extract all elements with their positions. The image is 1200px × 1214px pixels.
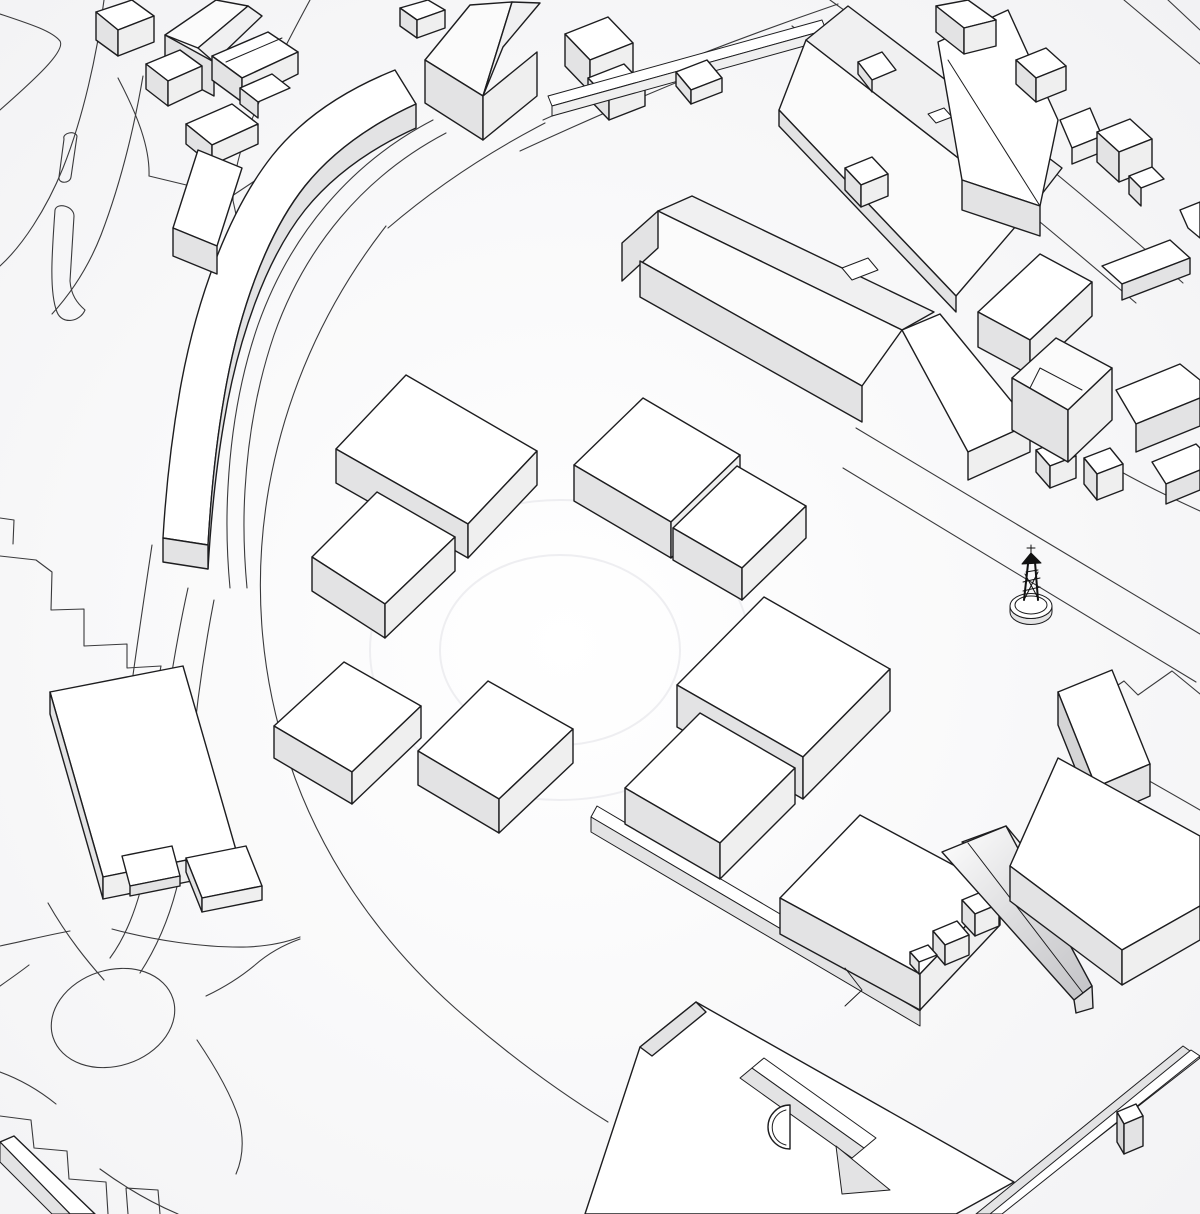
fountain-tower-brace-1 bbox=[1022, 577, 1041, 583]
east-gable-hip-lines bbox=[1029, 367, 1083, 391]
fountain-finial bbox=[1026, 544, 1036, 554]
shed-row-1-wall-r bbox=[963, 19, 997, 55]
market-annex1-wall bbox=[129, 875, 181, 897]
hall-annex-wall bbox=[967, 423, 1031, 481]
oldtown-house3-ridge bbox=[225, 37, 283, 63]
church-ridge bbox=[482, 1, 513, 97]
fountain-tower-leg-r bbox=[1034, 561, 1039, 601]
church-wall-r bbox=[482, 51, 538, 141]
south-slab-edge bbox=[639, 1001, 707, 1057]
se-street-edge-a bbox=[855, 427, 1200, 635]
curved-annex-wall bbox=[172, 227, 218, 275]
east-annex-top bbox=[1115, 363, 1200, 425]
west-wall-white bbox=[751, 1057, 877, 1149]
plaza-north-edge bbox=[387, 122, 546, 229]
fountain-tower-brace-2 bbox=[1022, 586, 1041, 592]
curb-inner-2 bbox=[243, 132, 447, 589]
oldtown-gable-roof-b bbox=[197, 5, 263, 63]
east-annex-wall bbox=[1135, 397, 1200, 453]
fountain-tower-brace-3 bbox=[1025, 569, 1039, 573]
market-annex2-wall-b bbox=[201, 885, 263, 913]
roundabout-ne bbox=[205, 938, 301, 997]
wall-shadow-triangle bbox=[835, 1145, 891, 1195]
roundabout-s bbox=[99, 1168, 179, 1214]
roundabout-e bbox=[196, 1039, 243, 1175]
road-fork-top-left bbox=[0, 13, 62, 111]
long-wing-dormer-wall bbox=[857, 61, 873, 93]
median-island-hook bbox=[51, 205, 86, 321]
wedge-tip-wall bbox=[1073, 985, 1094, 1014]
road-west-edge bbox=[0, 0, 105, 267]
oldtown-cube-wall-r bbox=[117, 15, 155, 57]
se-street-edge-b bbox=[842, 467, 1197, 683]
corner-line-a bbox=[1123, 0, 1200, 65]
massing-box-se1-wall-r bbox=[802, 668, 891, 800]
east-small-top bbox=[1151, 443, 1200, 485]
big-right-slab-wall-b bbox=[1121, 905, 1200, 986]
east-small-wall bbox=[1165, 469, 1200, 505]
fountain-roof bbox=[1021, 552, 1042, 565]
parcel-steps-bottom-left bbox=[0, 1115, 109, 1214]
roundabout bbox=[50, 967, 176, 1069]
junction-wing-wall bbox=[961, 179, 1041, 237]
hall-south-wall bbox=[639, 260, 863, 423]
fountain-tower-cross-2 bbox=[1024, 573, 1039, 599]
cluster-parcel-a bbox=[117, 77, 150, 177]
corner-line-b bbox=[1167, 0, 1200, 31]
depot-cube3-wall bbox=[909, 951, 920, 975]
depot-step-line bbox=[844, 967, 863, 1007]
wedge-ridge bbox=[967, 842, 1084, 994]
parcel-steps-bottom-left-2 bbox=[125, 1187, 161, 1214]
massing-box-sw1-wall-r bbox=[351, 705, 422, 805]
fountain-tower-leg-l bbox=[1023, 563, 1029, 601]
apse-half-cylinder bbox=[767, 1104, 791, 1150]
massing-box-e-wall-r bbox=[741, 505, 807, 601]
parcel-zigzag-left-mid bbox=[0, 555, 162, 669]
layer-fountain bbox=[1009, 544, 1053, 625]
church-annex-wall-r bbox=[416, 9, 446, 39]
junction-wing-fold bbox=[947, 59, 1041, 207]
east-bar-wall bbox=[1121, 257, 1191, 301]
massing-box-sw2-wall-r bbox=[498, 728, 574, 834]
shed-row-4-wall bbox=[1128, 175, 1142, 207]
depot-cube2-wall-r bbox=[944, 934, 970, 966]
layer-proposed-massing bbox=[273, 374, 891, 880]
roundabout-sw bbox=[0, 1071, 57, 1105]
long-wall-white bbox=[989, 1049, 1200, 1214]
curved-building-end-wall bbox=[162, 537, 209, 570]
roundabout-w bbox=[0, 964, 30, 987]
shed-row-2-wall-r bbox=[1035, 65, 1067, 103]
massing-box-nw-wall-r bbox=[467, 450, 538, 559]
median-island-pill bbox=[58, 132, 78, 183]
massing-box-se2-wall-r bbox=[719, 767, 796, 880]
long-wing-wall bbox=[778, 109, 957, 313]
apse-inner-arc bbox=[771, 1109, 787, 1146]
east-gable-wall-r bbox=[1067, 367, 1113, 463]
hall-roof-dormer bbox=[841, 257, 879, 281]
fountain-basin-inner bbox=[1014, 595, 1048, 615]
oldtown-house2-wall-r bbox=[167, 65, 203, 107]
edge-piece-top-right bbox=[1179, 201, 1200, 239]
curb-inner-1 bbox=[226, 119, 434, 589]
right-lower-line bbox=[1117, 469, 1200, 512]
oldtown-house5-wall bbox=[239, 87, 259, 119]
parcel-corner-left bbox=[0, 517, 15, 545]
corner-slab-edge bbox=[0, 1141, 71, 1214]
ne-shed-wall-r bbox=[690, 77, 723, 105]
massing-box-w-wall-r bbox=[384, 536, 456, 639]
hall-cube2-wall-r bbox=[1096, 463, 1124, 501]
hall-gable-wall bbox=[621, 210, 659, 282]
left-market-curve bbox=[47, 902, 105, 981]
long-wing-cube-wall-r bbox=[860, 173, 889, 208]
wall-box-wall-r bbox=[1123, 1115, 1144, 1155]
road-west-edge-2 bbox=[51, 75, 144, 315]
roundabout-nw bbox=[0, 930, 71, 947]
roundabout-n bbox=[111, 928, 301, 948]
fountain-basin-top bbox=[1009, 593, 1053, 619]
